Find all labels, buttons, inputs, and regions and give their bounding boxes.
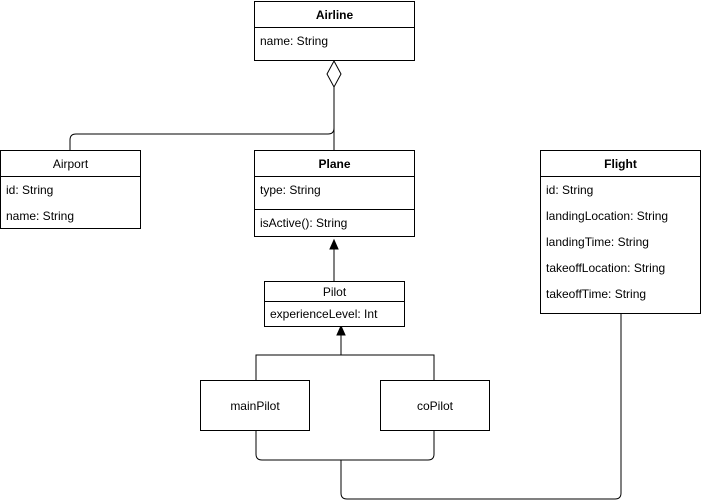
pilot-class-name: Pilot xyxy=(265,282,404,302)
plane-class-name: Plane xyxy=(255,151,414,177)
main-pilot-label: mainPilot xyxy=(230,398,280,413)
airline-class-name: Airline xyxy=(255,2,414,28)
plane-class[interactable]: Plane type: String isActive(): String xyxy=(254,150,415,237)
main-pilot-box[interactable]: mainPilot xyxy=(200,380,310,431)
pilot-class[interactable]: Pilot experienceLevel: Int xyxy=(264,281,405,327)
flight-class-name: Flight xyxy=(541,151,700,177)
flight-pilots-link xyxy=(340,314,622,500)
plane-method-is-active: isActive(): String xyxy=(260,216,348,230)
airport-class[interactable]: Airport id: String name: String xyxy=(0,150,141,229)
airline-class[interactable]: Airline name: String xyxy=(254,1,415,61)
co-pilot-box[interactable]: coPilot xyxy=(380,380,490,431)
pilot-plane-arrowhead xyxy=(329,238,339,250)
airport-class-name: Airport xyxy=(1,151,140,177)
plane-compartment-divider xyxy=(255,209,414,210)
pilot-attribute-experience-level: experienceLevel: Int xyxy=(270,307,378,321)
subtype-pilot-arrowhead xyxy=(336,324,346,336)
co-pilot-label: coPilot xyxy=(416,398,454,413)
flight-attribute-takeoff-time: takeoffTime: String xyxy=(546,287,647,301)
flight-attribute-takeoff-location: takeoffLocation: String xyxy=(546,261,666,275)
aggregation-diamond xyxy=(326,59,342,89)
airline-attribute-name: name: String xyxy=(260,34,329,48)
flight-attribute-landing-time: landingTime: String xyxy=(546,235,649,249)
airport-attribute-id: id: String xyxy=(6,183,54,197)
flight-compartment-divider xyxy=(541,313,700,314)
flight-attribute-landing-location: landingLocation: String xyxy=(546,209,669,223)
plane-attribute-type: type: String xyxy=(260,183,321,197)
airport-attribute-name: name: String xyxy=(6,209,75,223)
airline-airport-link xyxy=(69,87,335,150)
flight-attribute-id: id: String xyxy=(546,183,594,197)
flight-class[interactable]: Flight id: String landingLocation: Strin… xyxy=(540,150,701,314)
subtype-top-bar xyxy=(255,354,435,380)
airline-compartment-divider xyxy=(255,60,414,61)
subtype-bottom-bar xyxy=(255,430,435,461)
